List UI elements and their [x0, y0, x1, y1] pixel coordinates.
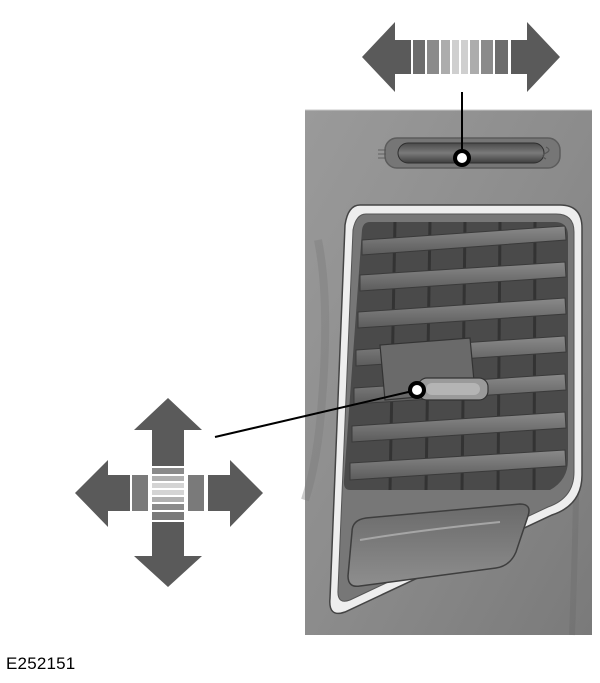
vent-slats [349, 225, 567, 481]
storage-pocket [347, 503, 530, 588]
thumbwheel[interactable] [378, 137, 561, 169]
vent-knob[interactable] [379, 337, 489, 401]
vent-louvers[interactable] [340, 218, 572, 498]
leader-lines [214, 92, 471, 438]
figure-code: E252151 [6, 654, 76, 673]
left-right-arrow-icon [362, 22, 560, 92]
four-way-arrow-icon [75, 398, 263, 587]
vent-knob-leader-line [214, 389, 418, 438]
